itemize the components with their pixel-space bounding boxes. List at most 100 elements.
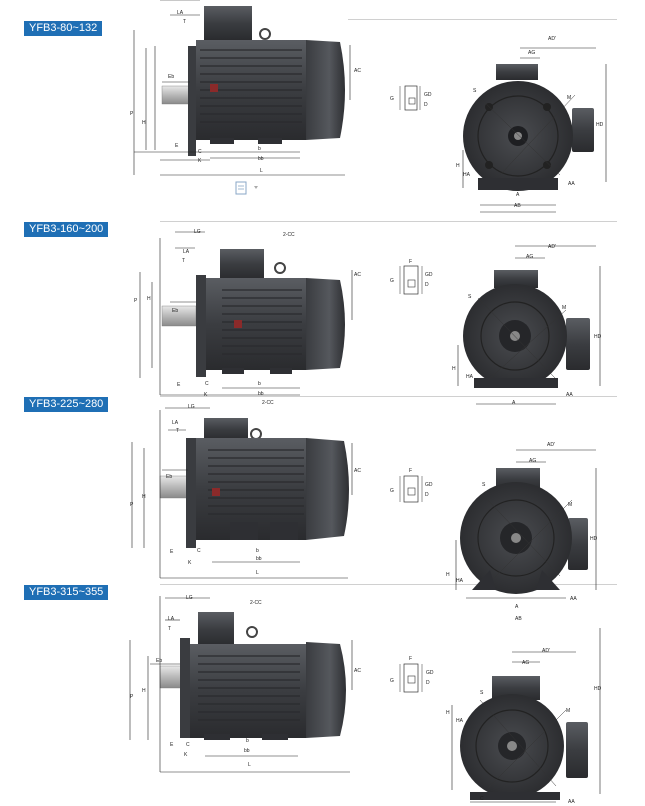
svg-text:H: H: [142, 494, 146, 500]
svg-text:AD': AD': [548, 36, 556, 42]
svg-text:LG: LG: [186, 595, 193, 601]
svg-text:P: P: [130, 111, 134, 117]
svg-text:H: H: [456, 163, 460, 169]
svg-text:G: G: [390, 488, 394, 494]
svg-text:L: L: [256, 570, 259, 576]
svg-text:GD: GD: [425, 482, 433, 488]
svg-text:D: D: [425, 492, 429, 498]
svg-text:AB: AB: [514, 203, 521, 209]
svg-text:AA: AA: [566, 392, 573, 398]
svg-text:AC: AC: [354, 468, 361, 474]
svg-text:A: A: [512, 400, 516, 406]
svg-text:GD: GD: [424, 92, 432, 98]
svg-text:L: L: [248, 762, 251, 768]
section-1-key-view: G GD D: [390, 85, 432, 111]
svg-text:T: T: [183, 19, 186, 25]
svg-text:A: A: [516, 192, 520, 198]
svg-text:AA: AA: [568, 799, 575, 805]
svg-text:2-CC: 2-CC: [262, 400, 274, 406]
svg-text:AD': AD': [542, 648, 550, 654]
svg-text:P: P: [130, 502, 134, 508]
svg-text:S: S: [482, 482, 486, 488]
svg-text:T: T: [182, 258, 185, 264]
svg-text:H: H: [446, 572, 450, 578]
svg-text:K: K: [188, 560, 192, 566]
svg-text:AC: AC: [354, 668, 361, 674]
svg-text:A: A: [515, 604, 519, 610]
svg-text:H: H: [147, 296, 151, 302]
divider-3: [160, 396, 617, 397]
svg-text:G: G: [390, 278, 394, 284]
svg-text:AA: AA: [570, 596, 577, 602]
svg-text:T: T: [168, 626, 171, 632]
svg-text:HD: HD: [594, 334, 602, 340]
section-4-front-view: S M AD' AG HD H HA C AA: [446, 628, 602, 805]
svg-text:D: D: [425, 282, 429, 288]
section-badge-1: YFB3-80~132: [24, 21, 103, 36]
svg-text:E: E: [170, 549, 174, 555]
svg-text:bb: bb: [244, 748, 250, 754]
svg-text:D: D: [424, 102, 428, 108]
svg-text:AG: AG: [522, 660, 529, 666]
section-3-side-view: P H Eb E C K b bb L LA T LG 2-CC AC: [130, 400, 361, 579]
svg-text:K: K: [198, 158, 202, 164]
section-3-key-view: G F GD D: [390, 468, 433, 503]
svg-text:K: K: [204, 392, 208, 398]
svg-text:LA: LA: [183, 249, 190, 255]
svg-text:HA: HA: [456, 718, 464, 724]
divider-1: [348, 19, 617, 20]
section-badge-2: YFB3-160~200: [24, 222, 109, 237]
svg-text:AG: AG: [528, 50, 535, 56]
svg-text:HD: HD: [590, 536, 598, 542]
svg-text:H: H: [452, 366, 456, 372]
svg-text:C: C: [186, 742, 190, 748]
svg-text:LA: LA: [177, 10, 184, 16]
svg-text:LA: LA: [172, 420, 179, 426]
section-badge-3: YFB3-225~280: [24, 397, 109, 412]
section-2-side-view: P H Eb E C K b bb LA T LG 2-CC AC: [134, 229, 361, 398]
svg-text:M: M: [562, 305, 566, 311]
svg-text:M: M: [568, 502, 572, 508]
svg-text:C: C: [198, 149, 202, 155]
svg-text:b: b: [256, 548, 259, 554]
svg-text:Eb: Eb: [168, 74, 174, 80]
svg-text:G: G: [390, 96, 394, 102]
svg-text:bb: bb: [258, 391, 264, 397]
svg-text:Eb: Eb: [166, 474, 172, 480]
svg-text:C: C: [480, 796, 484, 802]
svg-text:C: C: [205, 381, 209, 387]
svg-text:D: D: [426, 680, 430, 686]
section-badge-4: YFB3-315~355: [24, 585, 109, 600]
svg-text:2-CC: 2-CC: [250, 600, 262, 606]
svg-text:b: b: [258, 146, 261, 152]
svg-text:H: H: [142, 688, 146, 694]
svg-text:AB: AB: [515, 616, 522, 622]
svg-text:L: L: [260, 168, 263, 174]
svg-text:AC: AC: [354, 272, 361, 278]
svg-text:M: M: [567, 95, 571, 101]
svg-text:S: S: [473, 88, 477, 94]
svg-text:AG: AG: [529, 458, 536, 464]
divider-2: [160, 221, 617, 222]
svg-text:bb: bb: [256, 556, 262, 562]
svg-text:H: H: [446, 710, 450, 716]
svg-text:LA: LA: [168, 616, 175, 622]
svg-text:LG: LG: [194, 229, 201, 235]
svg-text:bb: bb: [258, 156, 264, 162]
svg-text:T: T: [176, 428, 179, 434]
svg-text:P: P: [134, 298, 138, 304]
svg-text:F: F: [409, 656, 412, 662]
svg-text:K: K: [184, 752, 188, 758]
svg-text:F: F: [409, 259, 412, 265]
svg-text:LG: LG: [188, 404, 195, 410]
svg-text:C: C: [197, 548, 201, 554]
svg-text:AC: AC: [354, 68, 361, 74]
svg-text:AD': AD': [548, 244, 556, 250]
svg-text:G: G: [390, 678, 394, 684]
section-3-front-view: S M AD' AG HD H HA A AB AA: [446, 442, 598, 622]
svg-text:E: E: [177, 382, 181, 388]
svg-text:b: b: [246, 738, 249, 744]
svg-text:GD: GD: [425, 272, 433, 278]
svg-text:E: E: [170, 742, 174, 748]
